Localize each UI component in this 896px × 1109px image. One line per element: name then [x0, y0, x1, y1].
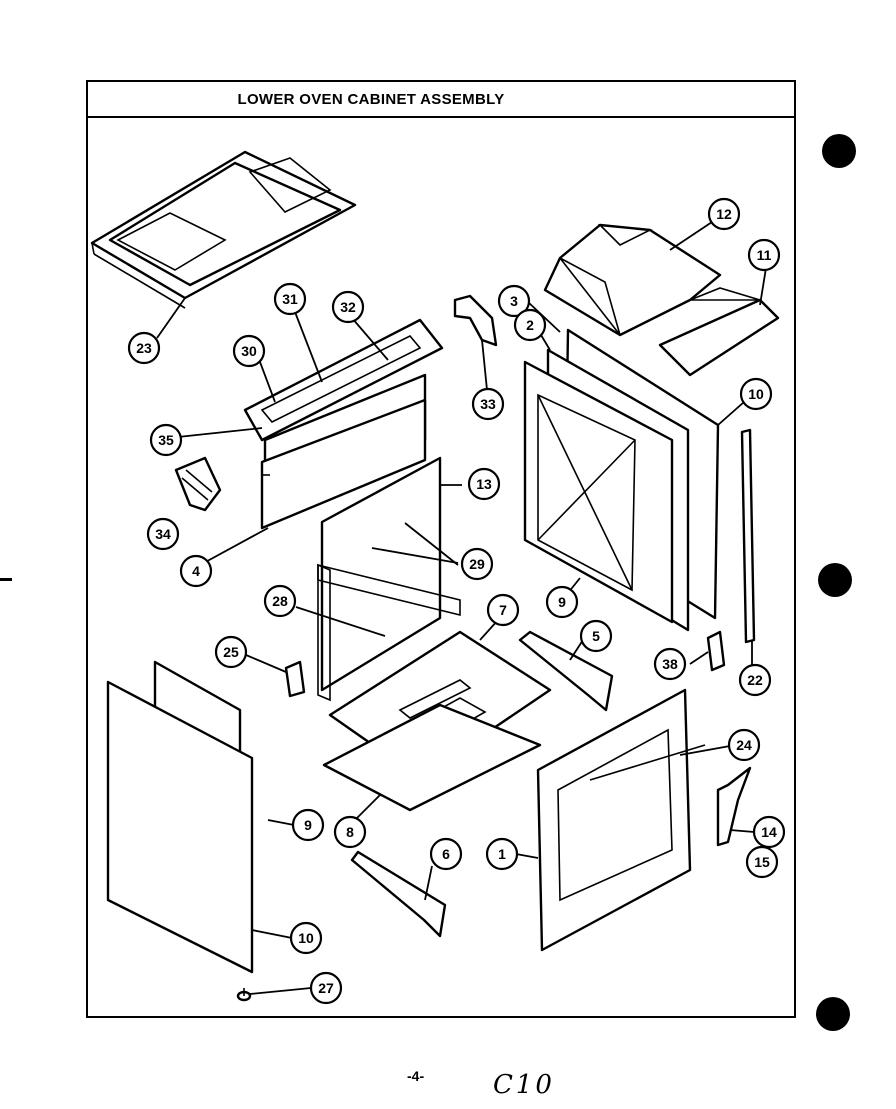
callout-33: 33 [471, 387, 505, 421]
part-bracket-33 [453, 294, 498, 347]
svg-text:23: 23 [136, 340, 152, 356]
svg-text:7: 7 [499, 602, 507, 618]
svg-text:14: 14 [761, 824, 777, 840]
part-oven-bottom-plate [322, 703, 542, 812]
callout-31: 31 [273, 282, 307, 316]
part-top-bracket [658, 287, 780, 377]
svg-text:31: 31 [282, 291, 298, 307]
callout-35: 35 [149, 423, 183, 457]
part-side-panel [106, 660, 254, 974]
callout-bubbles: 23 31 32 30 35 34 4 33 3 2 12 11 10 9 22… [127, 197, 786, 1005]
part-panel-4 [260, 398, 427, 530]
callout-8: 8 [333, 815, 367, 849]
callout-27: 27 [309, 971, 343, 1005]
svg-text:9: 9 [304, 817, 312, 833]
part-leveler [236, 988, 252, 1002]
svg-text:25: 25 [223, 644, 239, 660]
callout-34: 34 [146, 517, 180, 551]
svg-text:32: 32 [340, 299, 356, 315]
callout-15: 15 [745, 845, 779, 879]
callout-7: 7 [486, 593, 520, 627]
part-back-panel [317, 456, 461, 702]
part-grille [174, 456, 222, 512]
part-top-duct [543, 223, 722, 337]
callout-22: 22 [738, 663, 772, 697]
svg-text:28: 28 [272, 593, 288, 609]
callout-13: 13 [467, 467, 501, 501]
svg-text:10: 10 [298, 930, 314, 946]
edge-tick [0, 578, 12, 581]
part-clip [284, 660, 306, 698]
callout-38: 38 [653, 647, 687, 681]
svg-text:38: 38 [662, 656, 678, 672]
part-strip [740, 428, 756, 644]
svg-text:29: 29 [469, 556, 485, 572]
callout-29: 29 [460, 547, 494, 581]
page-number: -4- [407, 1068, 425, 1084]
part-rail [518, 630, 614, 712]
callout-1: 1 [485, 837, 519, 871]
callout-28: 28 [263, 584, 297, 618]
svg-text:2: 2 [526, 317, 534, 333]
svg-text:33: 33 [480, 396, 496, 412]
svg-text:22: 22 [747, 672, 763, 688]
svg-text:30: 30 [241, 343, 257, 359]
callout-9b: 9 [291, 808, 325, 842]
svg-text:6: 6 [442, 846, 450, 862]
svg-text:3: 3 [510, 293, 518, 309]
svg-text:5: 5 [592, 628, 600, 644]
callout-10b: 10 [289, 921, 323, 955]
callout-24: 24 [727, 728, 761, 762]
callout-2: 2 [513, 308, 547, 342]
svg-text:12: 12 [716, 206, 732, 222]
svg-text:1: 1 [498, 846, 506, 862]
callout-23: 23 [127, 331, 161, 365]
hole-punch-middle [818, 563, 852, 597]
part-lower-rail [350, 850, 447, 938]
callout-30: 30 [232, 334, 266, 368]
callout-6: 6 [429, 837, 463, 871]
svg-text:24: 24 [736, 737, 752, 753]
svg-text:4: 4 [192, 563, 200, 579]
title-bar: LOWER OVEN CABINET ASSEMBLY [88, 82, 794, 118]
svg-text:13: 13 [476, 476, 492, 492]
svg-text:27: 27 [318, 980, 334, 996]
svg-text:10: 10 [748, 386, 764, 402]
hole-punch-bottom [816, 997, 850, 1031]
callout-14: 14 [752, 815, 786, 849]
callout-25: 25 [214, 635, 248, 669]
svg-text:11: 11 [757, 247, 772, 263]
svg-text:35: 35 [158, 432, 174, 448]
callout-11: 11 [747, 238, 781, 272]
svg-text:9: 9 [558, 594, 566, 610]
leader-lines [156, 221, 767, 995]
part-latch [706, 630, 726, 672]
callout-3: 3 [497, 284, 531, 318]
callout-32: 32 [331, 290, 365, 324]
part-cooktop [90, 150, 357, 309]
diagram-frame: LOWER OVEN CABINET ASSEMBLY [86, 80, 796, 1018]
callout-12: 12 [707, 197, 741, 231]
diagram-title: LOWER OVEN CABINET ASSEMBLY [237, 90, 505, 108]
callout-5: 5 [579, 619, 613, 653]
hole-punch-top [822, 134, 856, 168]
part-front-frame [536, 688, 706, 952]
svg-text:15: 15 [754, 854, 770, 870]
part-door-glass [523, 328, 720, 632]
callout-4: 4 [179, 554, 213, 588]
callout-9: 9 [545, 585, 579, 619]
part-hinge [716, 766, 752, 847]
svg-text:8: 8 [346, 824, 354, 840]
callout-10: 10 [739, 377, 773, 411]
handwritten-code: C10 [493, 1070, 555, 1100]
svg-text:34: 34 [155, 526, 171, 542]
